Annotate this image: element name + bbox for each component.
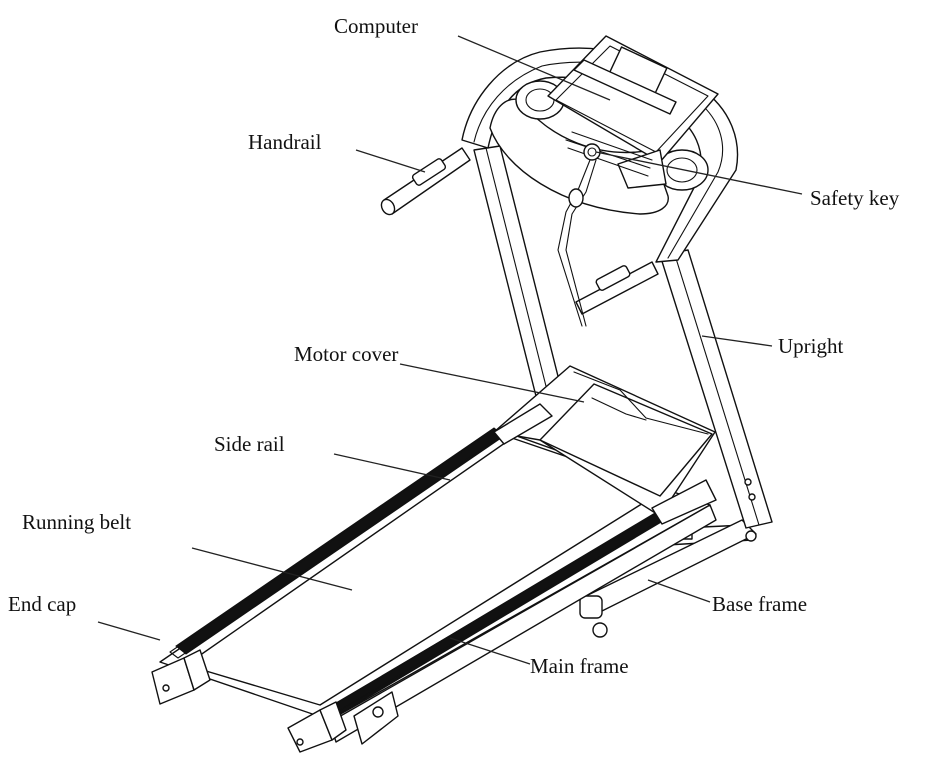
leader-main-frame (449, 637, 531, 665)
label-running-belt: Running belt (22, 510, 132, 534)
leader-end-cap (97, 621, 161, 641)
label-base-frame: Base frame (712, 592, 808, 616)
label-side-rail: Side rail (214, 432, 285, 456)
label-upright: Upright (778, 334, 844, 358)
console-frame-drawing (461, 35, 739, 263)
label-computer: Computer (334, 14, 418, 38)
handrail-drawing (380, 147, 659, 315)
deck-drawing (159, 427, 717, 745)
leader-side-rail (333, 453, 451, 481)
label-safety-key: Safety key (810, 186, 900, 210)
label-motor-cover: Motor cover (294, 342, 399, 366)
leader-upright (701, 335, 773, 347)
leader-computer (457, 35, 611, 101)
end-cap-drawing (151, 649, 347, 753)
safety-key-drawing (557, 159, 597, 327)
motor-cover-drawing (493, 365, 717, 525)
leader-lines (97, 35, 803, 665)
leader-base-frame (647, 579, 711, 603)
leader-handrail (355, 149, 426, 173)
leader-motor-cover (399, 363, 585, 403)
label-end-cap: End cap (8, 592, 77, 616)
label-main-frame: Main frame (530, 654, 629, 678)
leader-running-belt (191, 547, 353, 591)
leader-safety-key (595, 151, 803, 195)
label-handrail: Handrail (248, 130, 322, 154)
